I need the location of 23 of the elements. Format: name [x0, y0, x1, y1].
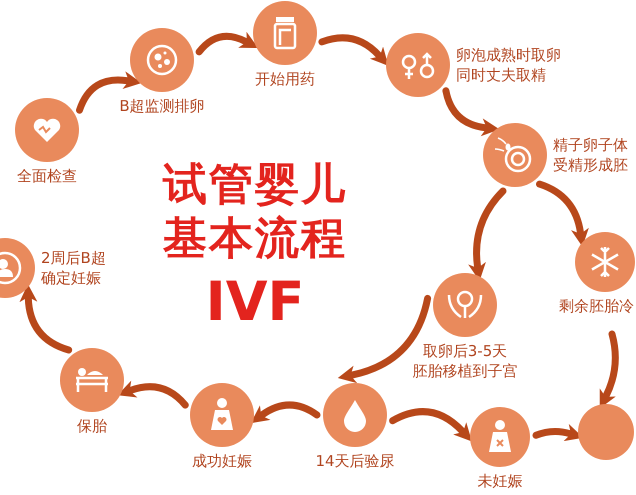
arrow: [536, 180, 589, 247]
arrow: [20, 284, 72, 354]
step-label: 成功妊娠: [191, 451, 253, 471]
arrow: [196, 32, 259, 56]
step-label: B超监测排卵: [118, 96, 206, 116]
title: 试管婴儿基本流程: [162, 158, 348, 266]
step-label: 未妊娠: [476, 471, 524, 491]
arrow: [76, 71, 142, 114]
step-label: 14天后验尿: [314, 451, 396, 471]
arrow: [117, 380, 189, 409]
step-label: 开始用药: [254, 69, 316, 89]
step-label: 保胎: [76, 416, 108, 436]
arrow: [338, 294, 432, 383]
subtitle: IVF: [204, 272, 306, 332]
step-label: 精子卵子体受精形成胚: [553, 135, 629, 175]
step-label: 全面检查: [16, 166, 78, 186]
step-label: 卵泡成熟时取卵同时丈夫取精: [456, 45, 562, 85]
step-label: 剩余胚胎冷: [559, 296, 635, 316]
arrow: [442, 87, 500, 136]
arrow: [318, 34, 389, 66]
arrow: [389, 408, 472, 442]
step-label: 取卵后3-5天胚胎移植到子宫: [412, 341, 518, 381]
step-label: 2周后B超确定妊娠: [41, 248, 107, 288]
